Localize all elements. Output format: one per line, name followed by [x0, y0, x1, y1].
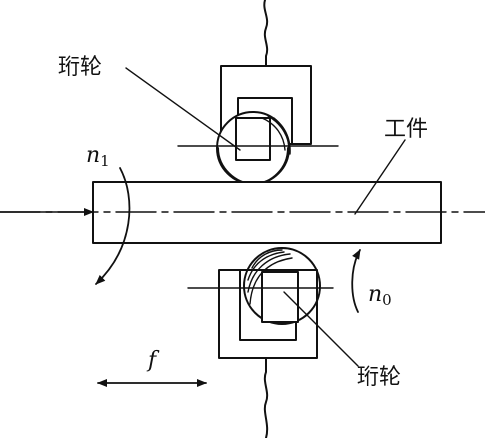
upper-wheel-leader: [125, 67, 241, 151]
n1-symbol: n: [86, 143, 100, 168]
n0-label: n0: [368, 282, 392, 309]
n0-symbol: n: [368, 282, 382, 307]
workpiece-leader: [354, 139, 406, 215]
workpiece-label: 工件: [384, 117, 428, 142]
lower-wheel-hatching: [247, 249, 293, 305]
feed-label: f: [146, 348, 160, 373]
n1-subscript: 1: [100, 152, 110, 170]
upper-support-rod: [263, 0, 269, 67]
lower-wheel-hub: [261, 271, 299, 323]
upper-wheel-hub: [235, 117, 271, 161]
lower-wheel-label: 珩轮: [357, 365, 401, 390]
n0-subscript: 0: [382, 291, 392, 309]
n0-rotation-arrow: [351, 249, 361, 313]
lower-wheel-leader: [283, 291, 359, 367]
n1-label: n1: [86, 143, 110, 170]
lower-support-rod: [263, 357, 269, 438]
lower-holder-outer: [218, 269, 318, 359]
n1-rotation-arrow: [95, 167, 131, 285]
upper-wheel-label: 珩轮: [58, 55, 102, 80]
